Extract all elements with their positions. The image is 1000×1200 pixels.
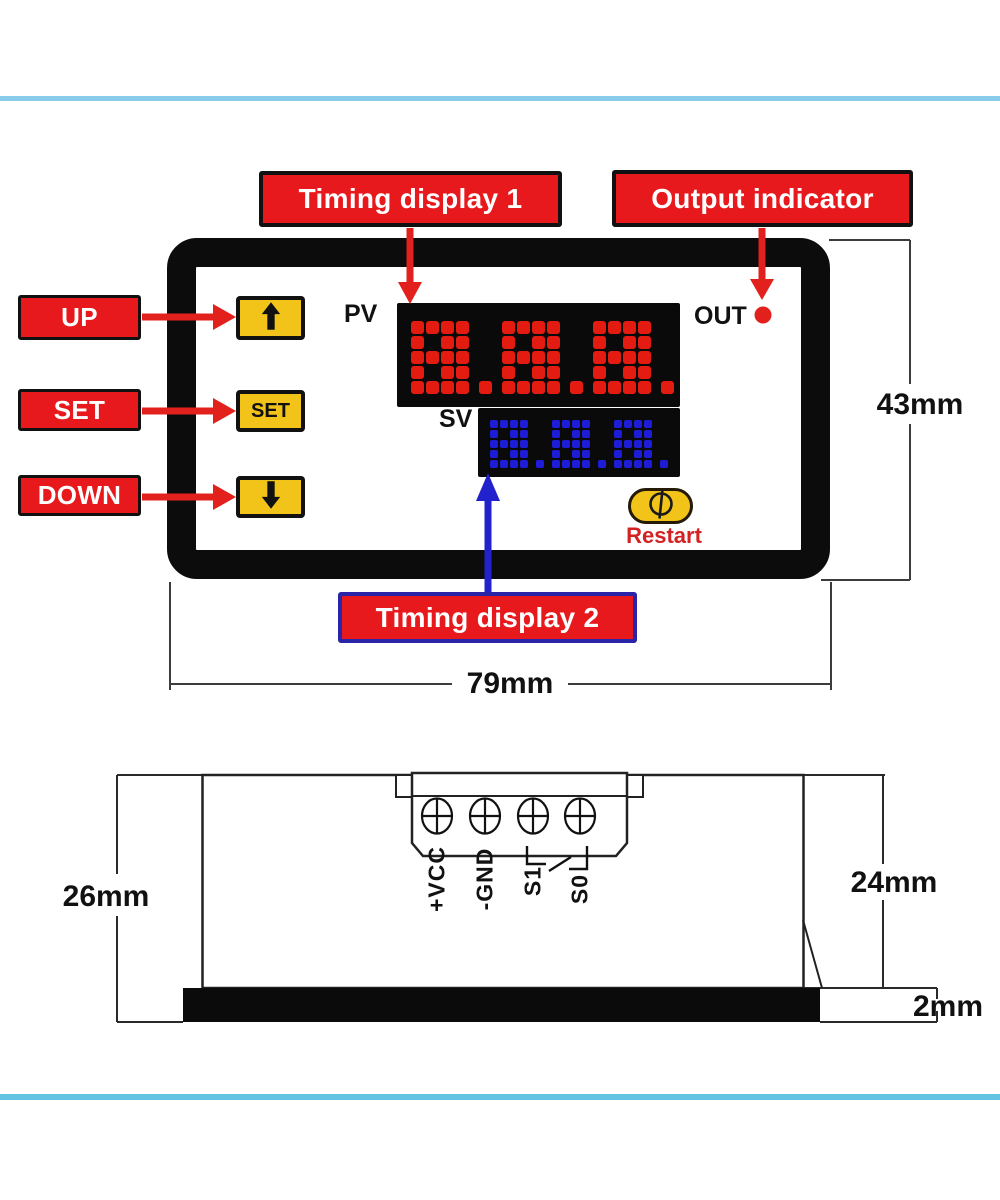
sv-display	[478, 408, 680, 477]
bottom-divider-line	[0, 1094, 1000, 1100]
down-button[interactable]	[236, 476, 305, 518]
lip-thickness-dimension: 2mm	[912, 990, 984, 1023]
terminal-block-body	[410, 771, 629, 858]
terminal-label-gnd: -GND	[471, 847, 498, 911]
digit-dot	[570, 381, 583, 394]
digit-dot	[536, 460, 544, 468]
up-button[interactable]	[236, 296, 305, 340]
terminal-screws	[420, 797, 597, 835]
digit-8	[502, 321, 560, 394]
digit-8	[490, 420, 528, 468]
digit-8	[593, 321, 651, 394]
down-arrow-icon	[260, 479, 282, 516]
digit-dot	[660, 460, 668, 468]
digit-8	[411, 321, 469, 394]
up-arrow-icon	[260, 300, 282, 337]
front-height-dimension: 43mm	[876, 388, 964, 421]
top-divider-line	[0, 96, 1000, 101]
terminal-label-vcc: +VCC	[423, 846, 450, 912]
digit-dot	[479, 381, 492, 394]
output-indicator-callout: Output indicator	[612, 170, 913, 227]
timing-display-1-callout: Timing display 1	[259, 171, 562, 227]
digit-dot	[661, 381, 674, 394]
digit-dot	[598, 460, 606, 468]
timing-display-2-callout: Timing display 2	[338, 592, 637, 643]
screw-gnd[interactable]	[468, 797, 502, 835]
device-side-body	[201, 773, 805, 990]
screw-s1[interactable]	[516, 797, 550, 835]
out-label: OUT	[694, 302, 747, 330]
terminal-label-s1: S1	[519, 865, 546, 897]
pv-label: PV	[344, 300, 378, 328]
terminal-label-s0: S0	[566, 873, 593, 905]
digit-8	[552, 420, 590, 468]
restart-button[interactable]	[628, 488, 693, 524]
side-view-outline	[116, 771, 938, 1023]
terminal-block-ear-right	[624, 774, 644, 798]
screw-vcc[interactable]	[420, 797, 454, 835]
sv-label: SV	[439, 405, 473, 433]
down-callout: DOWN	[18, 475, 141, 516]
side-foot-line	[802, 919, 823, 989]
restart-label: Restart	[626, 523, 702, 548]
side-height-right-dimension: 24mm	[850, 866, 938, 899]
terminal-block-ear-left	[395, 774, 415, 798]
pv-display	[397, 303, 680, 407]
terminal-block	[395, 771, 644, 858]
screw-s0[interactable]	[563, 797, 597, 835]
power-icon	[641, 488, 681, 525]
side-height-left-dimension: 26mm	[62, 880, 150, 913]
mounting-lip	[183, 988, 820, 1022]
front-width-dimension: 79mm	[466, 667, 554, 700]
digit-8	[614, 420, 652, 468]
set-button[interactable]: SET	[236, 390, 305, 432]
up-callout: UP	[18, 295, 141, 340]
set-callout: SET	[18, 389, 141, 431]
